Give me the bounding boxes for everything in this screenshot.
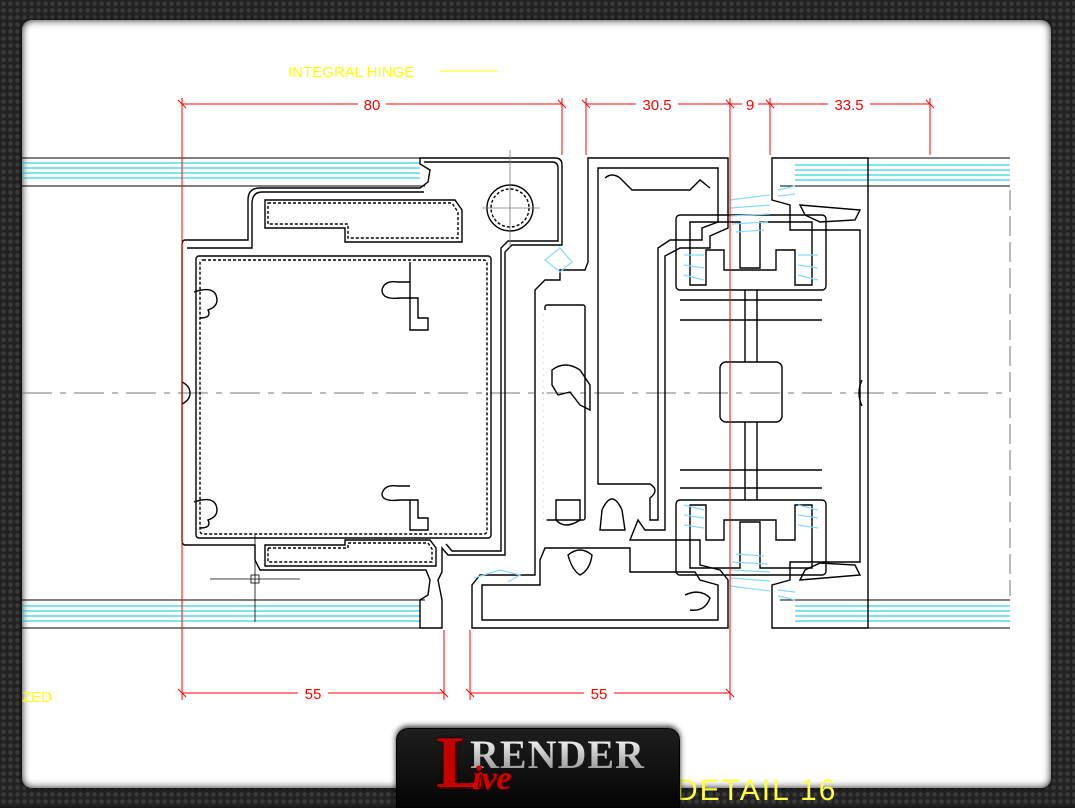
logo-word-render: RENDER <box>470 732 645 777</box>
dim-bottom-right: 55 <box>591 686 608 703</box>
logo-word-live: ive <box>472 760 512 797</box>
cad-drawing-sheet: 80 30.5 9 33.5 55 55 INTEGRAL HINGE ZED … <box>22 20 1051 807</box>
glass-pane-right-top <box>780 157 1010 187</box>
annotation-left-cut: ZED <box>22 689 52 706</box>
glass-pane-left-bottom <box>22 599 425 629</box>
annotation-integral-hinge: INTEGRAL HINGE <box>288 64 414 81</box>
dimension-labels: 80 30.5 9 33.5 55 55 <box>305 97 864 703</box>
dim-top-mid: 30.5 <box>642 97 671 114</box>
logo-plate <box>396 728 680 808</box>
glass-pane-right-bottom <box>780 599 1010 629</box>
gaskets <box>473 185 819 601</box>
logo-initial: L <box>436 722 486 804</box>
dim-top-small: 9 <box>746 97 754 114</box>
cad-drawing: 80 30.5 9 33.5 55 55 INTEGRAL HINGE ZED … <box>22 64 1011 807</box>
dim-top-right: 33.5 <box>834 97 863 114</box>
detail-label: DETAIL 16 <box>676 774 837 807</box>
dimensions <box>177 98 935 700</box>
glass-pane-left-top <box>22 157 425 187</box>
mullion-profile <box>675 157 869 629</box>
dim-top-left: 80 <box>364 97 381 114</box>
reference-cross <box>210 535 300 622</box>
left-sash-profile <box>181 150 563 629</box>
frame-profile <box>471 157 729 629</box>
dim-bottom-left: 55 <box>305 686 322 703</box>
